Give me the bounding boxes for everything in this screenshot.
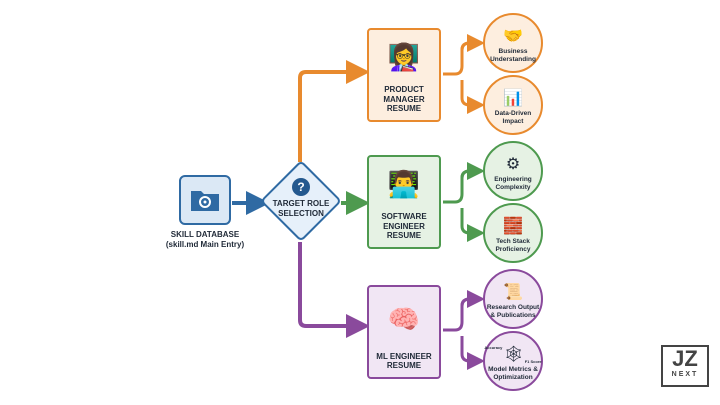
skill-icon-row: 📜 xyxy=(503,283,523,302)
arrow-to-ml xyxy=(298,242,370,338)
jz-next-logo: JZ NEXT xyxy=(661,345,709,387)
label-line: (skill.md Main Entry) xyxy=(165,239,245,249)
arrow-to-pm xyxy=(298,60,370,162)
pm-branch-top xyxy=(460,34,485,66)
metric-tag: Accuracy xyxy=(484,345,503,351)
label-line: Complexity xyxy=(495,184,531,192)
label-line: Tech Stack xyxy=(496,238,530,246)
neural-net-icon: 🕸 xyxy=(503,346,524,364)
label-line: Business xyxy=(498,48,528,56)
label-line: SOFTWARE xyxy=(381,212,427,222)
label-line: SKILL DATABASE xyxy=(170,230,240,239)
label-line: Engineering xyxy=(494,176,532,184)
label-line: Data-Driven xyxy=(494,110,532,118)
skill-icon-row: Accuracy🕸F1 Score xyxy=(484,345,541,364)
stack-blocks-icon: 🧱 xyxy=(503,218,523,236)
skill-label: Model Metrics &Optimization xyxy=(488,366,538,382)
skill-icon-row: 🤝 xyxy=(503,27,523,46)
label-line: Optimization xyxy=(493,374,533,382)
label-line: TARGET ROLE xyxy=(272,199,330,208)
label-line: RESUME xyxy=(386,104,422,114)
label-line: Understanding xyxy=(490,56,536,64)
decision-label: ? TARGET ROLE SELECTION xyxy=(260,178,342,218)
ml-branches xyxy=(443,297,476,361)
se-branches xyxy=(443,169,476,233)
label-line: Model Metrics & xyxy=(488,366,538,374)
label-line: RESUME xyxy=(386,231,422,241)
gears-server-icon: ⚙ xyxy=(505,156,521,174)
logo-mark: JZ xyxy=(672,346,698,371)
folder-gear-icon xyxy=(191,191,219,211)
label-line: MANAGER xyxy=(383,94,425,104)
se-branch-top xyxy=(460,162,485,194)
handshake-icon: 🤝 xyxy=(503,28,523,46)
pm-branches xyxy=(443,41,476,105)
skill-database-node xyxy=(179,175,231,225)
skill-node: 📜 Research Output& Publications xyxy=(483,269,543,329)
question-icon: ? xyxy=(292,178,310,196)
presenter-icon: 👩‍🏫 xyxy=(387,42,421,73)
label-line: RESUME xyxy=(386,361,422,371)
chart-magnifier-icon: 📊 xyxy=(503,90,523,108)
paper-magnifier-icon: 📜 xyxy=(503,284,523,302)
label-line: Proficiency xyxy=(495,246,531,254)
label-line: PRODUCT xyxy=(384,85,424,95)
label-line: ENGINEER xyxy=(383,221,425,231)
metric-tag: F1 Score xyxy=(524,359,542,365)
label-line: SELECTION xyxy=(278,208,324,218)
skill-icon-row: ⚙ xyxy=(506,155,520,174)
label-line: Impact xyxy=(502,118,524,126)
skill-icon-row: 🧱 xyxy=(503,217,523,236)
label-line: ML ENGINEER xyxy=(376,351,432,361)
label-line: & Publications xyxy=(490,312,536,320)
skill-icon-row: 📊 xyxy=(503,89,523,108)
skill-database-label: SKILL DATABASE (skill.md Main Entry) xyxy=(160,230,250,249)
label-line: Research Output xyxy=(486,304,540,312)
skill-label: Research Output& Publications xyxy=(487,304,539,320)
logo-text: NEXT xyxy=(671,371,699,378)
ai-head-icon: 🧠 xyxy=(387,303,421,334)
ml-branch-top xyxy=(460,290,485,322)
developer-icon: 👨‍💻 xyxy=(387,169,421,200)
